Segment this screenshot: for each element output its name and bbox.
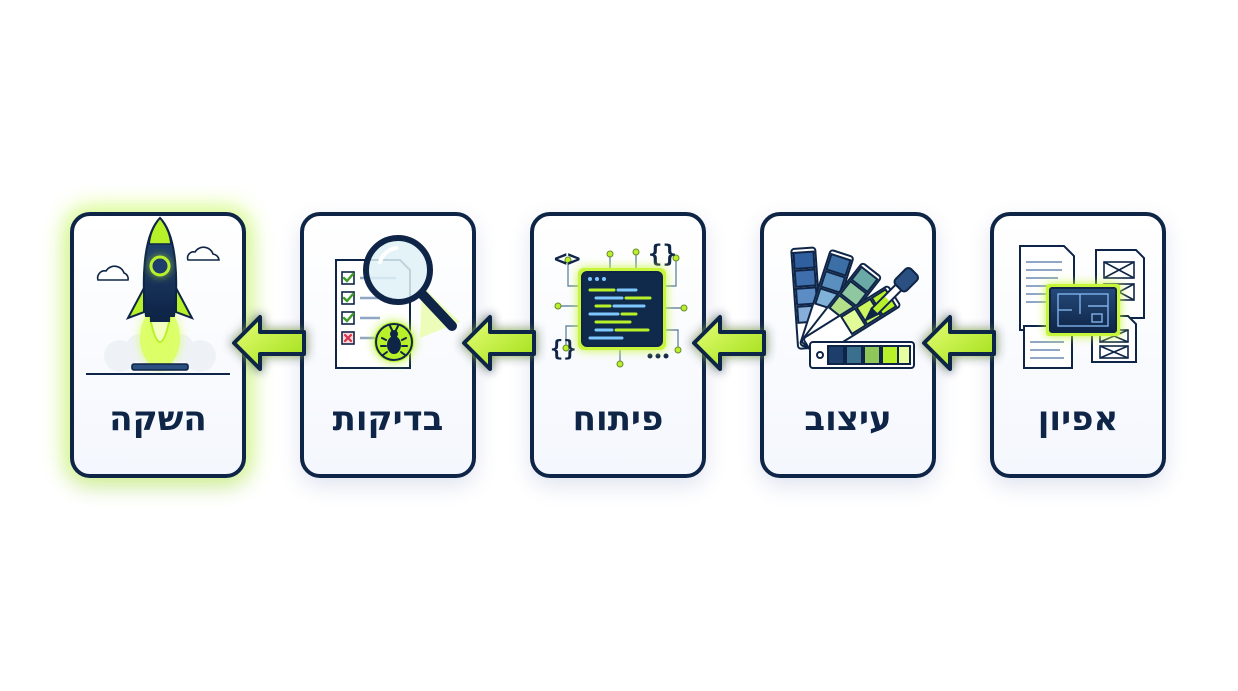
svg-text:<>: <> bbox=[554, 247, 581, 272]
code-chip-icon: <> {} {} bbox=[550, 240, 688, 368]
step-label-testing: בדיקות bbox=[332, 399, 444, 439]
step-card-testing: בדיקות bbox=[300, 212, 476, 478]
rocket-launch-icon bbox=[86, 216, 230, 375]
arrow-left-icon bbox=[692, 315, 766, 371]
step-card-specification: אפיון bbox=[990, 212, 1166, 478]
arrow-left-icon bbox=[922, 315, 996, 371]
step-card-design: עיצוב bbox=[760, 212, 936, 478]
arrow-left-icon bbox=[232, 315, 306, 371]
svg-text:{}: {} bbox=[648, 240, 677, 268]
step-label-launch: השקה bbox=[109, 399, 207, 439]
step-label-development: פיתוח bbox=[572, 399, 664, 439]
color-swatches-icon bbox=[790, 246, 920, 369]
step-label-design: עיצוב bbox=[804, 399, 892, 439]
step-card-launch: השקה bbox=[70, 212, 246, 478]
blueprint-documents-icon bbox=[1019, 245, 1145, 369]
step-label-specification: אפיון bbox=[1037, 399, 1119, 439]
magnifier-bug-checklist-icon bbox=[335, 235, 460, 369]
step-card-development: <> {} {} פיתוח bbox=[530, 212, 706, 478]
arrow-left-icon bbox=[462, 315, 536, 371]
svg-text:{}: {} bbox=[550, 337, 577, 362]
